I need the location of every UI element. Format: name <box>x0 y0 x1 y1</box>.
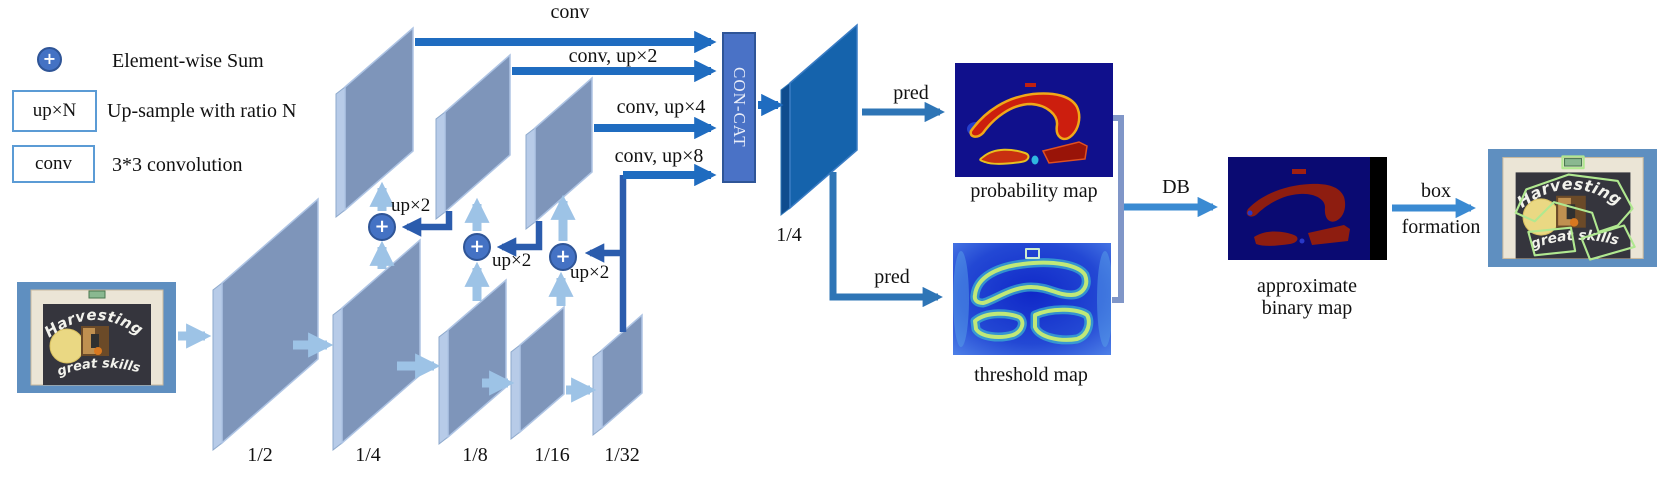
bin-lower-right-blob <box>1308 225 1350 245</box>
legend-upsample-box: up×N <box>12 90 97 132</box>
scale-label-thirtysecond: 1/32 <box>604 444 640 466</box>
input-photo-figure <box>91 334 99 348</box>
sum1-plus-icon: + <box>368 213 396 241</box>
fpn-sheet-quarter <box>335 26 414 219</box>
output-photo-sign <box>1563 158 1583 167</box>
legend-conv-desc: 3*3 convolution <box>112 154 243 176</box>
bin-black-bar <box>1370 157 1387 260</box>
bin-small-blob <box>1292 169 1306 174</box>
upsample-tag-1: up×2 <box>391 195 431 216</box>
box-formation-label-line1: box <box>1421 180 1451 202</box>
fpn-sheet-eighth <box>435 53 511 221</box>
backbone-sheet-half <box>212 197 319 452</box>
binary-map-label-line1: approximate <box>1257 275 1357 297</box>
arrow-pred-threshold <box>829 172 943 308</box>
scale-label-quarter: 1/4 <box>355 444 381 466</box>
pred-top-label: pred <box>893 82 929 104</box>
output-image: Harvesting great skills <box>1488 148 1657 268</box>
detected-box-sign <box>1561 155 1585 170</box>
threshold-contours <box>970 248 1094 345</box>
detected-box-great <box>1527 226 1577 257</box>
scale-label-eighth: 1/8 <box>462 444 488 466</box>
prob-top-ribbon <box>969 92 1081 141</box>
output-arrows <box>1124 196 1476 219</box>
output-detection-boxes <box>1514 155 1636 261</box>
fused-scale-label: 1/4 <box>776 224 802 246</box>
pred-bottom-label: pred <box>874 266 910 288</box>
input-image: Harvesting great skills <box>17 282 176 393</box>
upsample-tag-3: up×2 <box>570 262 610 283</box>
sum2-plus-icon: + <box>463 233 491 261</box>
legend-upsample-desc: Up-sample with ratio N <box>107 100 297 122</box>
probability-map-label: probability map <box>970 180 1098 202</box>
input-photo-pumpkin <box>94 347 102 355</box>
conv-arrow-label-2: conv, up×2 <box>568 45 658 67</box>
fpn-sheet-sixteenth <box>525 76 593 231</box>
db-label: DB <box>1162 176 1190 198</box>
output-photo-pumpkin <box>1569 218 1579 227</box>
backbone-sheet-eighth <box>438 278 507 446</box>
output-photo-figure <box>1566 204 1576 220</box>
threshold-map-image <box>953 243 1111 355</box>
binary-map-label-line2: binary map <box>1261 297 1353 319</box>
conv-arrow-label-4: conv, up×8 <box>614 145 704 167</box>
arrow-up2-to-sum1 <box>401 211 453 237</box>
pred-arrows <box>829 101 945 308</box>
input-photo-sign <box>88 290 106 299</box>
threshold-map-label: threshold map <box>974 364 1088 386</box>
binary-map-image <box>1228 157 1387 260</box>
legend-plus-icon: + <box>37 47 62 72</box>
probability-map-image <box>955 63 1113 177</box>
prob-lower-left-blob <box>979 148 1030 165</box>
sum3-plus-icon: + <box>549 243 577 271</box>
arrow-up2-to-sum2 <box>496 221 543 257</box>
upsample-tag-2: up×2 <box>492 250 532 271</box>
backbone-flow-arrows <box>178 181 597 403</box>
threshold-edge-glow-right <box>1097 251 1111 347</box>
conv-arrow-label-1: conv <box>550 1 590 23</box>
bin-blue-dot-2 <box>1299 238 1305 244</box>
box-formation-label-line2: formation <box>1401 216 1481 238</box>
prob-small-blob <box>1025 83 1036 87</box>
scale-label-sixteenth: 1/16 <box>534 444 570 466</box>
prob-cyan-dot <box>1031 155 1039 165</box>
scale-label-half: 1/2 <box>247 444 273 466</box>
fused-feature-sheet <box>780 23 858 217</box>
topdown-connectors <box>401 175 627 332</box>
conv-arrows <box>415 30 784 187</box>
legend-sum-label: Element-wise Sum <box>112 50 264 72</box>
bin-top-ribbon <box>1246 183 1346 222</box>
bin-blue-dot-1 <box>1247 210 1253 216</box>
legend-conv-box: conv <box>12 145 95 183</box>
backbone-sheet-sixteenth <box>510 305 565 441</box>
maps-join-bracket <box>1112 115 1124 303</box>
conv-arrow-label-3: conv, up×4 <box>616 96 706 118</box>
concat-block: CON-CAT <box>722 32 756 183</box>
backbone-sheet-thirtysecond <box>592 313 643 437</box>
prob-lower-right-blob <box>1041 141 1088 164</box>
bin-lower-left-blob <box>1254 231 1298 246</box>
detected-box-skills <box>1580 224 1636 261</box>
threshold-edge-glow-left <box>953 251 969 347</box>
backbone-sheet-quarter <box>332 238 421 452</box>
detected-box-harvesting <box>1514 173 1634 233</box>
